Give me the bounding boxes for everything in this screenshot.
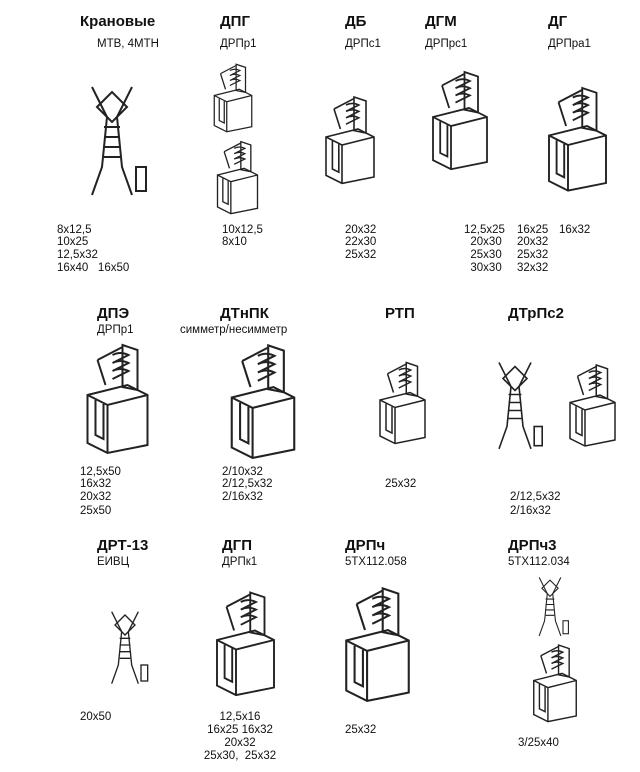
item-subtitle: 5ТХ112.034 [508, 556, 570, 568]
size-line: 16x25 [517, 224, 549, 236]
size-line: 22x30 [345, 236, 377, 248]
item-subtitle: ДРПр1 [220, 38, 257, 50]
brush-holder-drawing [415, 62, 505, 172]
size-line: 12,5x50 [80, 466, 121, 478]
brush-holder-drawing [198, 335, 328, 460]
size-line: 3/25x40 [518, 737, 559, 749]
brush-holder-drawing [310, 62, 390, 212]
item-title: ДРПч [345, 537, 386, 554]
item-subtitle: МТВ, 4МТН [97, 38, 159, 50]
item-title: Крановые [80, 13, 156, 30]
brush-holder-drawing [75, 605, 175, 685]
size-line: 20x32 [80, 491, 112, 503]
brush-holder-drawing [485, 572, 615, 637]
item-title: ДПЭ [97, 305, 130, 322]
size-line: 2/12,5x32 [510, 491, 561, 503]
brush-holder-drawing [195, 135, 280, 215]
size-line: 16x25 16x32 [207, 724, 273, 736]
size-line: 25x30, 25x32 [203, 750, 277, 762]
item-title: ДГП [222, 537, 252, 554]
size-line: 12,5x25 [464, 224, 505, 236]
size-line: 2/10x32 [222, 466, 263, 478]
size-line: 16x32 [80, 478, 112, 490]
size-line: 20x50 [80, 711, 112, 723]
size-line: 2/16x32 [222, 491, 263, 503]
size-line: 16x32 [559, 224, 591, 236]
item-subtitle: ДРПрс1 [425, 38, 468, 50]
item-title: ДГМ [425, 13, 457, 30]
size-line: 25x32 [345, 724, 377, 736]
size-line: 20x30 [464, 236, 502, 248]
brush-holder-drawing [198, 575, 293, 705]
size-line: 25x32 [345, 249, 377, 261]
brush-holder-drawing [188, 58, 278, 133]
size-line: 20x32 [345, 224, 377, 236]
brush-holder-drawing [50, 335, 185, 455]
item-title: ДРТ-13 [97, 537, 149, 554]
size-line: 25x50 [80, 505, 112, 517]
brush-holder-drawing [475, 345, 555, 460]
item-title: ДТрПс2 [508, 305, 564, 322]
brush-holder-drawing [365, 340, 440, 460]
size-line: 25x32 [517, 249, 549, 261]
size-line: 12,5x32 [57, 249, 98, 261]
size-line: 12,5x16 [219, 711, 261, 723]
brush-holder-drawing [325, 578, 430, 703]
size-line: 8x12,5 [57, 224, 92, 236]
item-subtitle: ЕИВЦ [97, 556, 130, 568]
item-title: ДТнПК [220, 305, 269, 322]
size-line: 20x32 [224, 737, 256, 749]
size-line: 8x10 [222, 236, 247, 248]
item-title: ДРПч3 [508, 537, 557, 554]
brush-holder-drawing [62, 62, 162, 212]
item-title: ДПГ [220, 13, 250, 30]
size-line: 32x32 [517, 262, 549, 274]
size-line: 25x30 [464, 249, 502, 261]
size-line: 20x32 [517, 236, 549, 248]
item-subtitle: симметр/несимметр [180, 324, 288, 336]
brush-holder-drawing [555, 345, 630, 460]
brush-holder-drawing [495, 638, 615, 723]
item-subtitle: ДРПк1 [222, 556, 258, 568]
size-line: 10x12,5 [222, 224, 263, 236]
item-subtitle: ДРПр1 [97, 324, 134, 336]
size-list: 12,5x16 16x25 16x32 20x32 25x30, 25x32 [190, 711, 290, 763]
item-title: РТП [385, 305, 415, 322]
size-line: 2/16x32 [510, 505, 551, 517]
item-title: ДГ [548, 13, 568, 30]
size-line: 16x40 16x50 [57, 262, 130, 274]
brush-holder-drawing [530, 58, 625, 213]
size-line: 25x32 [385, 478, 417, 490]
size-line: 10x25 [57, 236, 89, 248]
item-subtitle: ДРПс1 [345, 38, 381, 50]
item-title: ДБ [345, 13, 367, 30]
size-line: 30x30 [464, 262, 502, 274]
item-subtitle: ДРПра1 [548, 38, 591, 50]
size-line: 2/12,5x32 [222, 478, 273, 490]
item-subtitle: 5ТХ112.058 [345, 556, 407, 568]
